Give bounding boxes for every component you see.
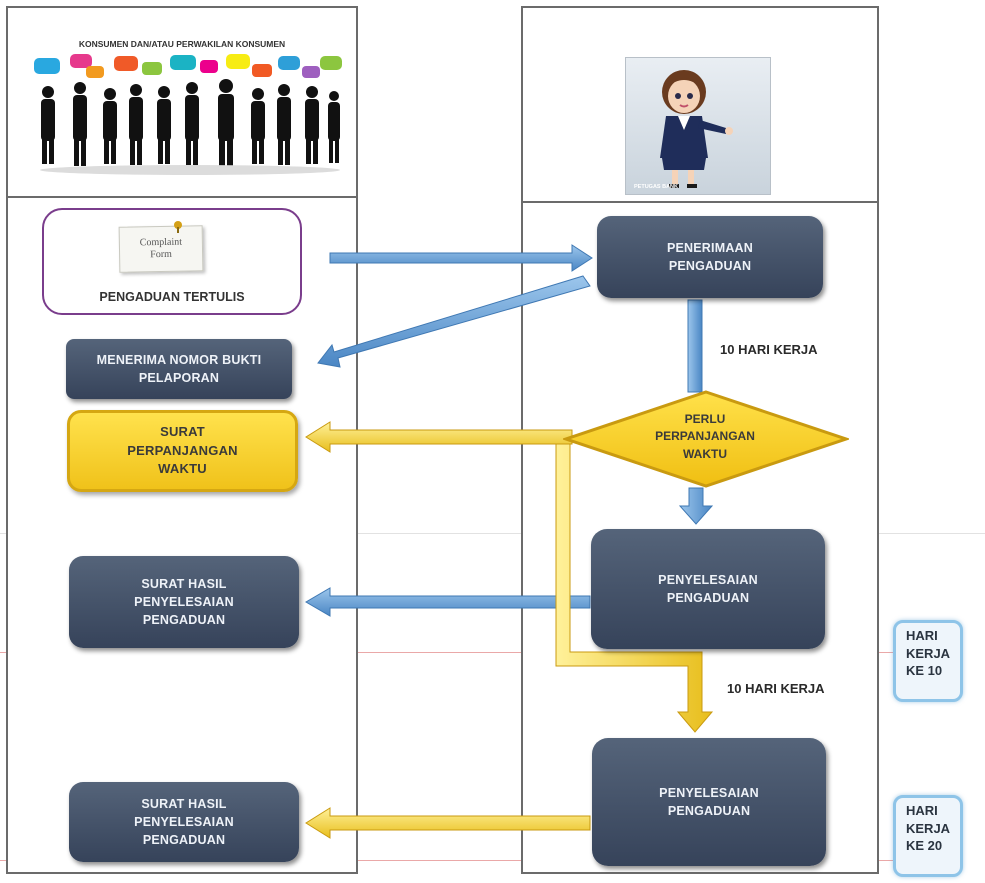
- penerimaan-pengaduan-node: PENERIMAAN PENGADUAN: [597, 216, 823, 298]
- arrow-form-to-penerimaan: [329, 244, 593, 272]
- arrow-penerimaan-to-nomor: [317, 275, 591, 368]
- surat-hasil-2-node: SURAT HASIL PENYELESAIAN PENGADUAN: [69, 782, 299, 862]
- surat-hasil-1-node: SURAT HASIL PENYELESAIAN PENGADUAN: [69, 556, 299, 648]
- pengaduan-tertulis-node: Complaint Form PENGADUAN TERTULIS: [42, 208, 302, 315]
- arrow-decision-to-penyelesaian-2: [555, 443, 714, 733]
- perlu-perpanjangan-decision: [563, 390, 849, 488]
- penyelesaian-pengaduan-1-node: PENYELESAIAN PENGADUAN: [591, 529, 825, 649]
- consumer-lane-title: KONSUMEN DAN/ATAU PERWAKILAN KONSUMEN: [78, 39, 286, 49]
- pengaduan-tertulis-label: PENGADUAN TERTULIS: [99, 290, 245, 304]
- bank-officer-illustration: PETUGAS BANK: [625, 57, 771, 195]
- consumer-crowd-illustration: [34, 54, 342, 175]
- arrow-penerimaan-to-decision: [687, 299, 703, 393]
- edge-label-10-hari-kerja-2: 10 HARI KERJA: [727, 681, 825, 696]
- officer-icon: [660, 70, 733, 188]
- complaint-form-line1: Complaint: [139, 236, 183, 249]
- guide-line-gray: [0, 533, 985, 534]
- guide-line-red-2: [0, 860, 900, 861]
- complaint-form-icon: Complaint Form: [118, 225, 204, 273]
- menerima-nomor-node: MENERIMA NOMOR BUKTI PELAPORAN: [66, 339, 292, 399]
- bank-lane-header-divider: [521, 201, 879, 203]
- perlu-perpanjangan-label: PERLU PERPANJANGAN WAKTU: [655, 412, 755, 461]
- edge-label-10-hari-kerja-1: 10 HARI KERJA: [720, 342, 818, 357]
- arrow-decision-to-penyelesaian-1: [678, 487, 714, 525]
- badge-hari-kerja-ke-10: HARI KERJA KE 10: [893, 620, 963, 702]
- consumer-lane-header-divider: [6, 196, 358, 198]
- penyelesaian-pengaduan-2-node: PENYELESAIAN PENGADUAN: [592, 738, 826, 866]
- arrow-penyelesaian-1-to-surat-hasil-1: [305, 587, 591, 617]
- people-silhouettes-icon: [41, 79, 340, 166]
- bank-officer-caption: PETUGAS BANK: [634, 184, 679, 190]
- complaint-form-line2: Form: [150, 248, 173, 261]
- arrow-decision-to-surat-perpanjangan: [305, 421, 573, 453]
- badge-hari-kerja-ke-20: HARI KERJA KE 20: [893, 795, 963, 877]
- arrow-penyelesaian-2-to-surat-hasil-2: [305, 807, 591, 839]
- surat-perpanjangan-node: SURAT PERPANJANGAN WAKTU: [67, 410, 298, 492]
- guide-line-red-1: [0, 652, 900, 653]
- pin-icon: [174, 221, 182, 233]
- speech-bubbles-icon: [34, 54, 342, 78]
